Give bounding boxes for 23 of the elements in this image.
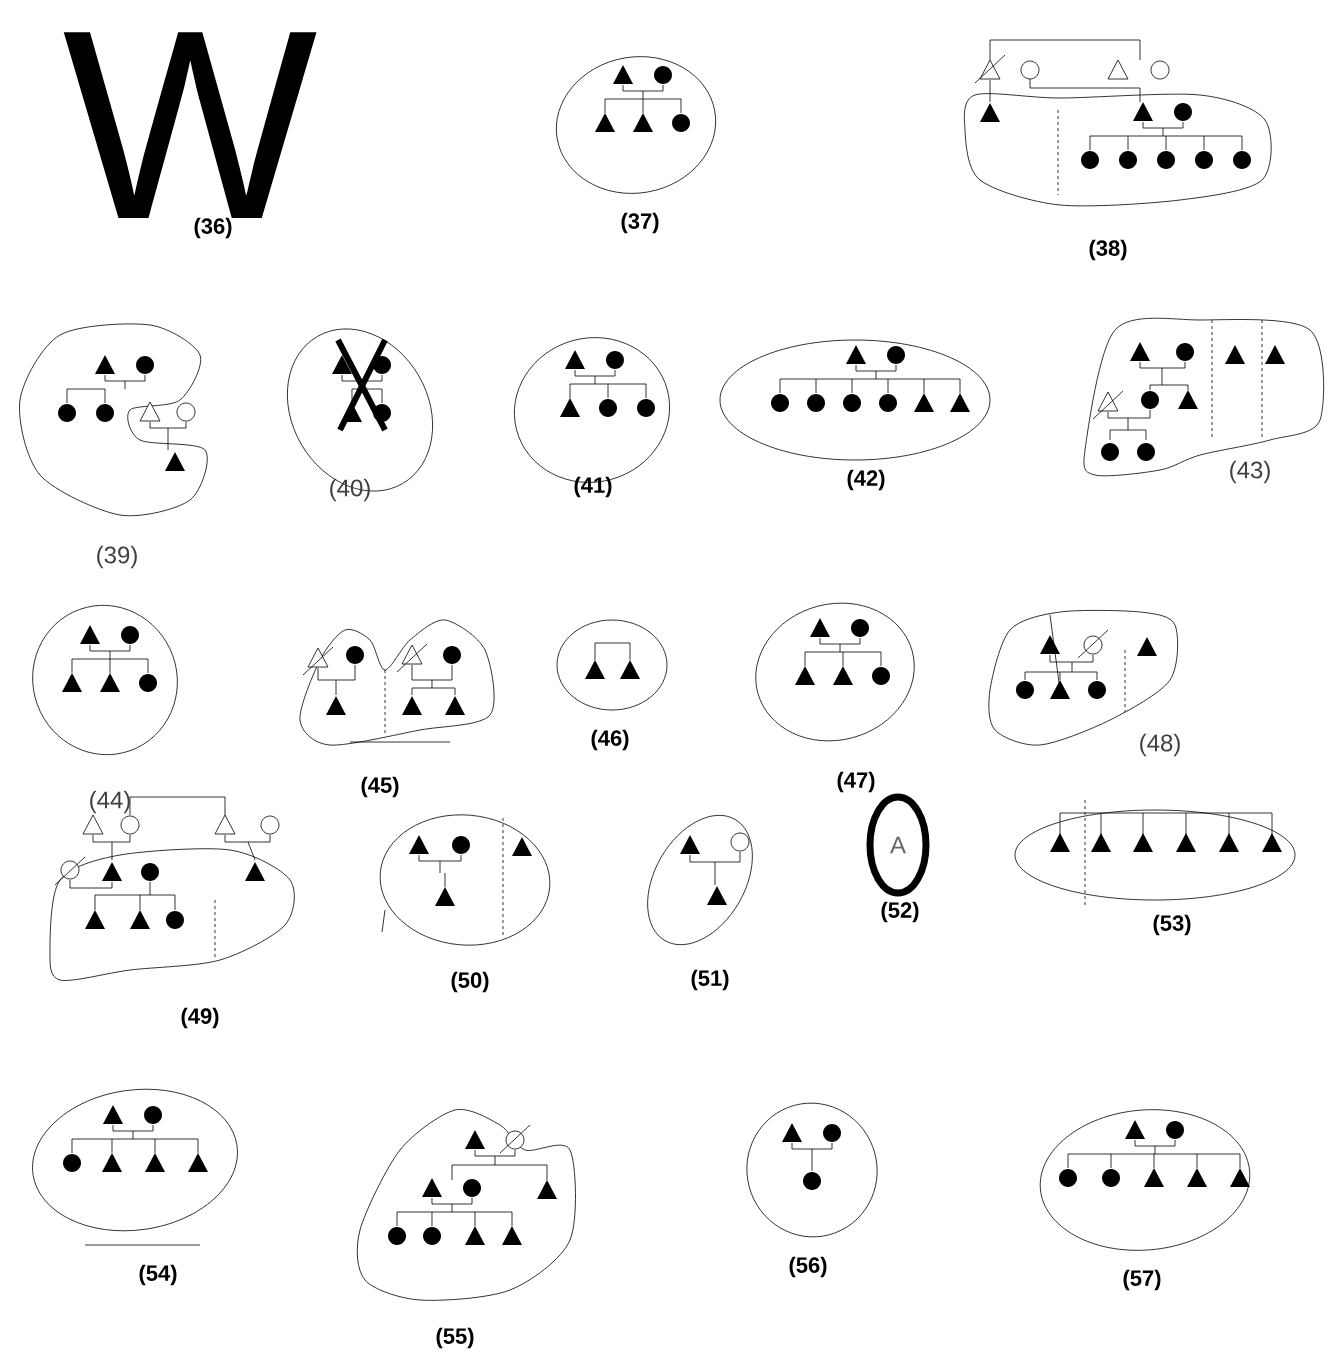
figure-number: (40): [330, 478, 370, 502]
figure-number: (54): [139, 1264, 177, 1286]
figure-number: (44): [90, 790, 130, 814]
figure-number: (47): [837, 771, 875, 793]
figure-number: (46): [591, 729, 629, 751]
figure-number: (56): [789, 1256, 827, 1278]
letter: W: [63, 32, 317, 218]
figure-number: (50): [451, 971, 489, 993]
figure-number: (53): [1153, 914, 1191, 936]
figure-number: (45): [361, 776, 399, 798]
figure-number: (39): [97, 545, 137, 569]
figure-number: (43): [1230, 460, 1270, 484]
figure-number: (51): [691, 969, 729, 991]
figure-number: (48): [1140, 733, 1180, 757]
figure-number: (36): [194, 217, 232, 239]
figure-number: (42): [847, 469, 885, 491]
figure-number: (41): [574, 476, 612, 498]
figure-number: (55): [436, 1327, 474, 1349]
figure-number: (49): [181, 1007, 219, 1029]
oval-node: A: [866, 793, 930, 897]
figure-number: (37): [621, 212, 659, 234]
figure-number: (57): [1123, 1269, 1161, 1291]
figure-number: (38): [1089, 239, 1127, 261]
